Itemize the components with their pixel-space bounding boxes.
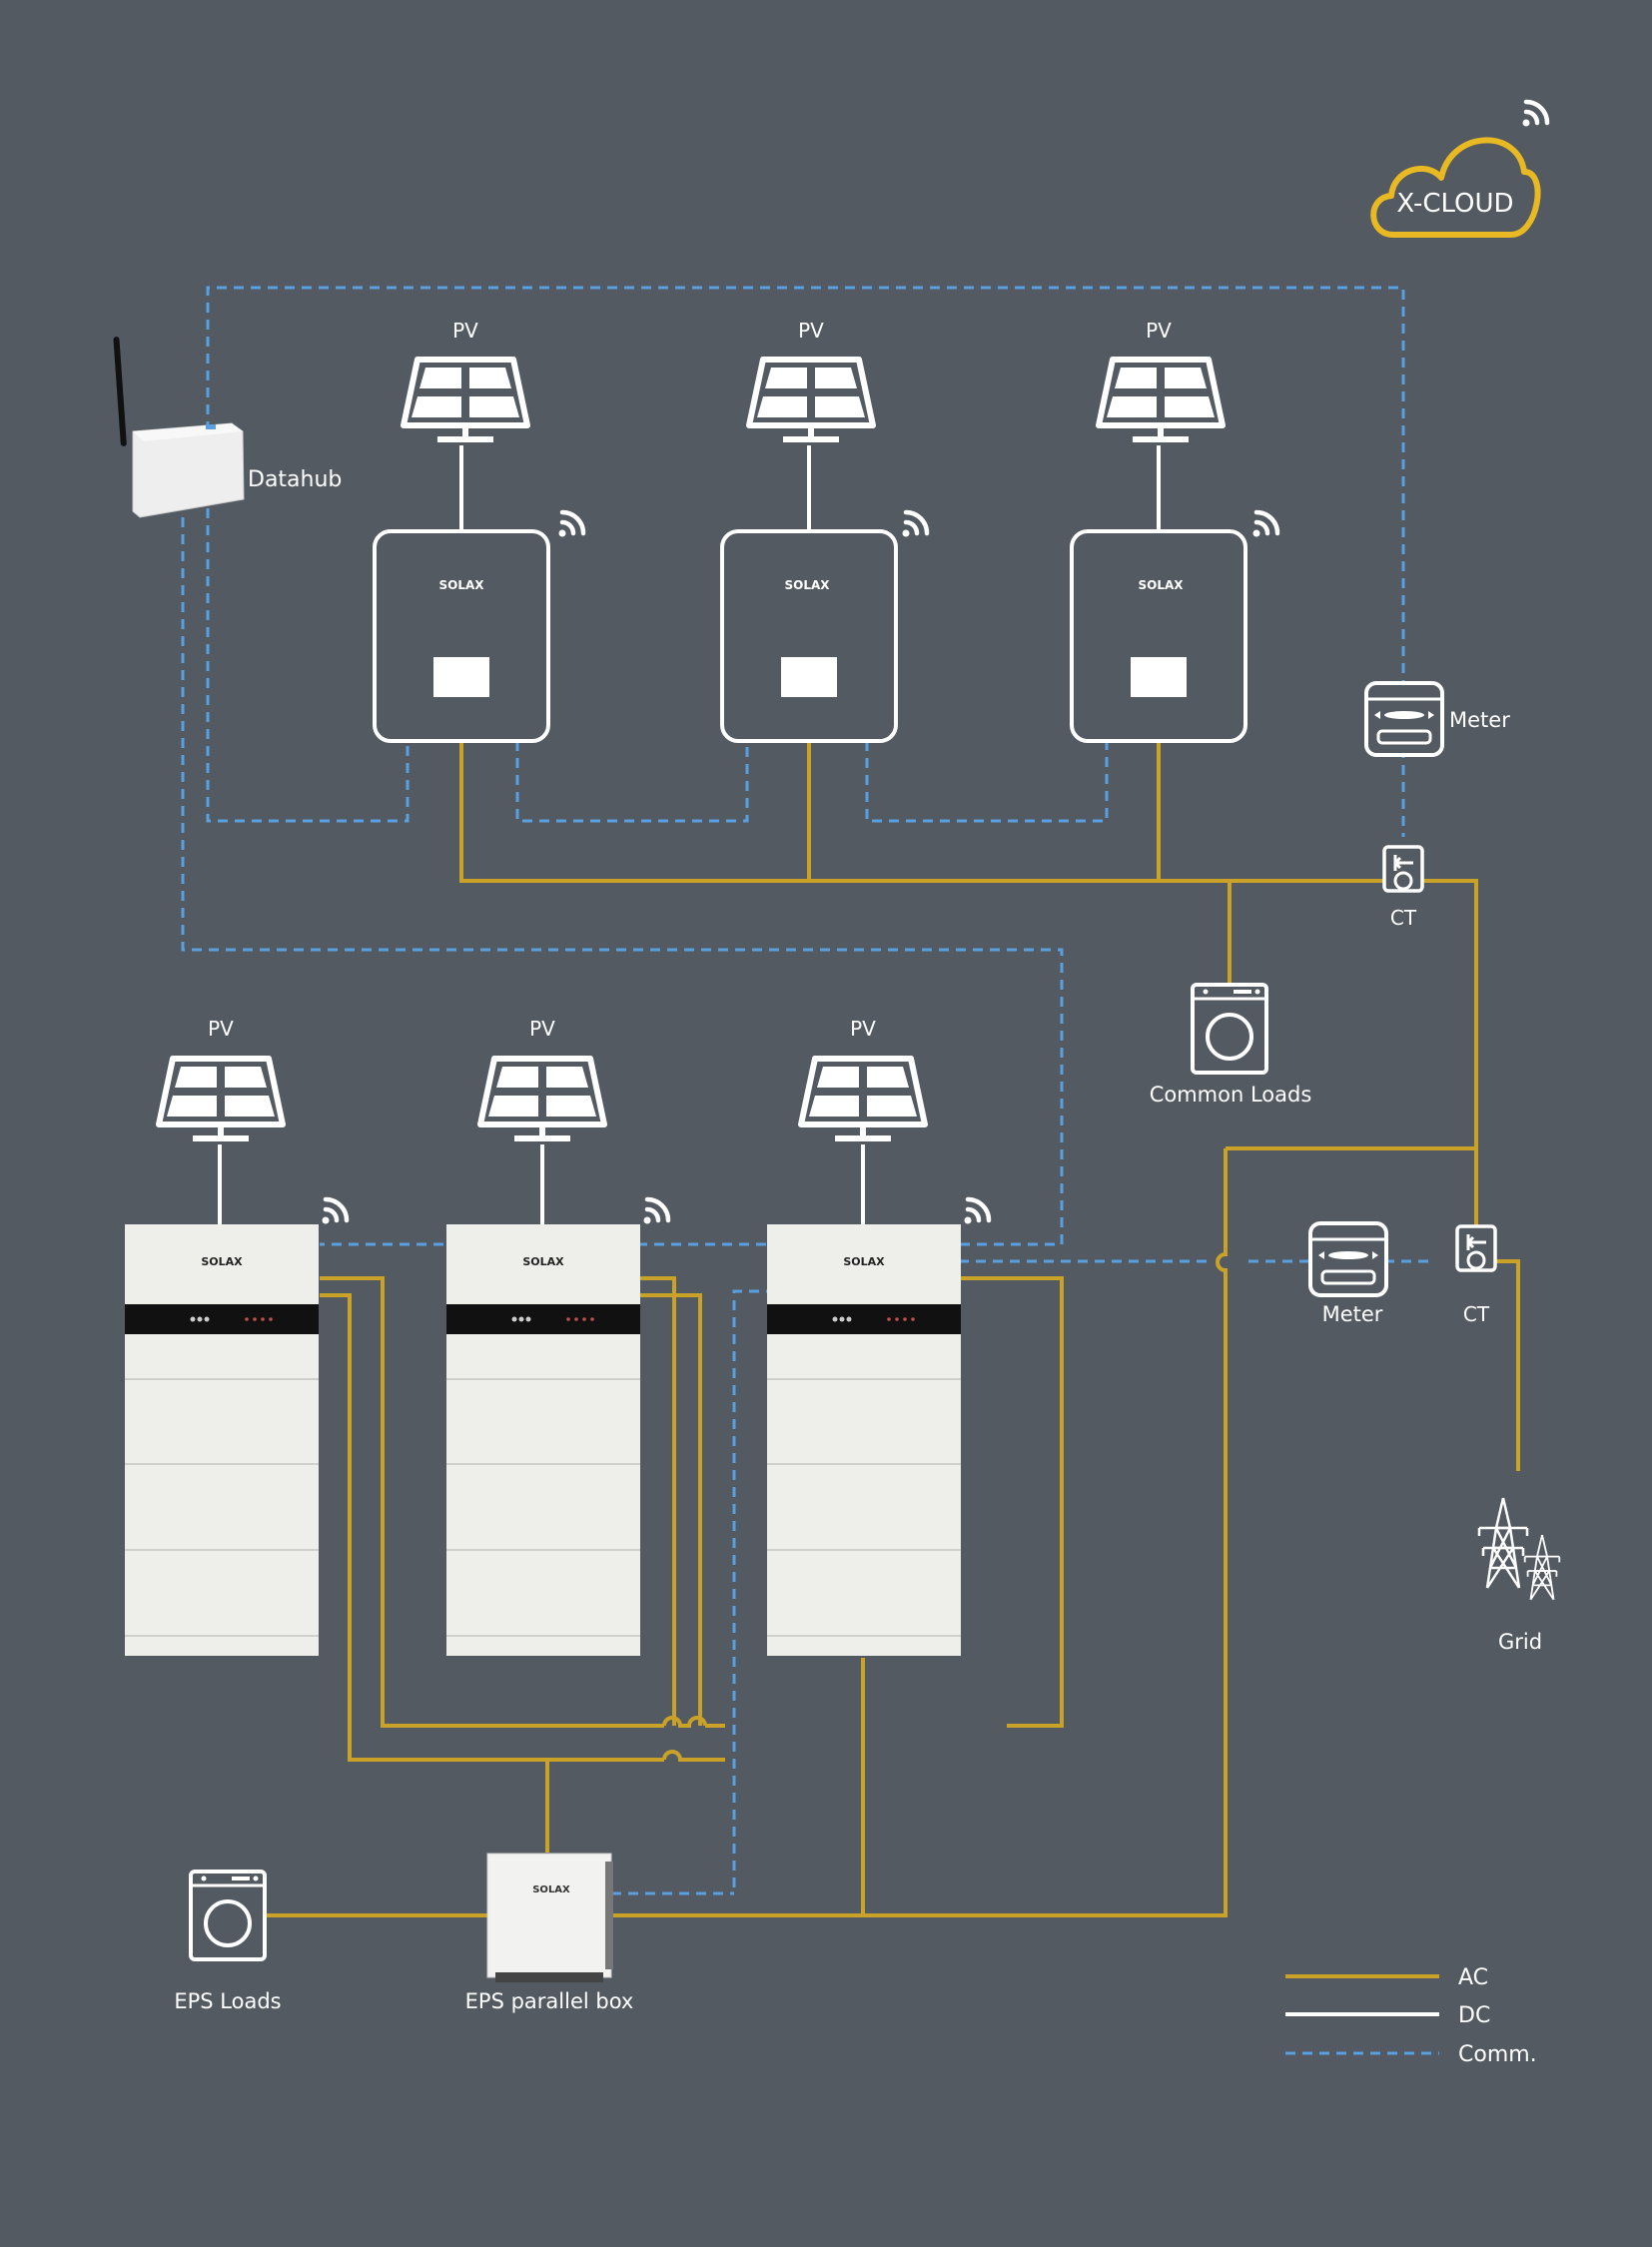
solar-panel-icon (404, 360, 527, 442)
solar-panel-icon (159, 1059, 283, 1141)
wifi-icon (965, 1199, 990, 1224)
pv-inverter-2: PV SOLAX (720, 319, 928, 743)
brand-label: SOLAX (438, 578, 484, 592)
legend: AC DC Comm. (1285, 1965, 1537, 2067)
hybrid-inverter-1: PV SOLAX (124, 1017, 348, 1657)
ac-lines (264, 739, 1520, 1917)
pv-label: PV (850, 1017, 876, 1041)
hybrid-inverter-2: PV SOLAX (445, 1017, 669, 1657)
washing-machine-icon (189, 1870, 267, 1961)
ct-bottom: CT (1455, 1224, 1497, 1326)
solar-panel-icon (801, 1059, 925, 1141)
battery-stack-icon (766, 1223, 962, 1657)
inverter-icon (720, 529, 898, 743)
wifi-icon (644, 1199, 669, 1224)
brand-label: SOLAX (1138, 578, 1184, 592)
pv-label: PV (208, 1017, 234, 1041)
pv-label: PV (1146, 319, 1172, 343)
datahub: Datahub (113, 337, 342, 518)
meter-top: Meter (1364, 681, 1510, 757)
common-loads-label: Common Loads (1150, 1083, 1312, 1107)
ct-bottom-label: CT (1463, 1302, 1490, 1326)
meter-icon (1308, 1221, 1388, 1297)
meter-bottom-label: Meter (1322, 1302, 1383, 1326)
eps-parallel-box: SOLAX EPS parallel box (465, 1853, 634, 2013)
brand-label: SOLAX (784, 578, 830, 592)
meter-top-label: Meter (1449, 708, 1510, 732)
washing-machine-icon (1191, 983, 1268, 1075)
pv-inverter-3: PV SOLAX (1070, 319, 1278, 743)
inverter-icon (1070, 529, 1247, 743)
hybrid-inverter-3: PV SOLAX (766, 1017, 990, 1657)
datahub-label: Datahub (248, 467, 342, 492)
common-loads: Common Loads (1150, 983, 1312, 1107)
pv-label: PV (798, 319, 824, 343)
x-cloud-label: X-CLOUD (1396, 189, 1513, 219)
legend-ac-label: AC (1458, 1965, 1488, 1990)
battery-stack-icon (445, 1223, 641, 1657)
x-cloud: X-CLOUD (1370, 102, 1548, 238)
grid: Grid (1477, 1496, 1561, 1654)
power-tower-icon (1477, 1496, 1529, 1590)
pv-inverter-1: PV SOLAX (373, 319, 584, 743)
brand-label: SOLAX (843, 1255, 885, 1268)
wifi-icon (1253, 512, 1278, 537)
legend-dc-label: DC (1458, 2003, 1490, 2028)
pv-label: PV (529, 1017, 555, 1041)
eps-box-label: EPS parallel box (465, 1989, 634, 2013)
meter-icon (1364, 681, 1444, 757)
inverter-icon (373, 529, 550, 743)
brand-label: SOLAX (201, 1255, 243, 1268)
meter-bottom: Meter (1308, 1221, 1388, 1326)
wifi-icon (559, 512, 584, 537)
power-tower-icon (1523, 1534, 1561, 1601)
eps-box-brand: SOLAX (532, 1884, 570, 1895)
ct-top-label: CT (1390, 906, 1417, 930)
solar-panel-icon (1099, 360, 1223, 442)
ct-top: CT (1382, 845, 1424, 930)
battery-stack-icon (124, 1223, 320, 1657)
cloud-wifi-icon (1523, 102, 1548, 127)
brand-label: SOLAX (522, 1255, 564, 1268)
wifi-icon (903, 512, 928, 537)
legend-comm-label: Comm. (1458, 2042, 1537, 2067)
pv-label: PV (452, 319, 478, 343)
ct-icon (1382, 845, 1424, 893)
eps-loads-label: EPS Loads (174, 1989, 281, 2013)
dc-lines (218, 445, 1161, 1224)
grid-label: Grid (1498, 1630, 1542, 1654)
eps-loads: EPS Loads (174, 1870, 282, 2013)
solar-panel-icon (749, 360, 873, 442)
solar-panel-icon (480, 1059, 604, 1141)
wifi-icon (323, 1199, 348, 1224)
ct-icon (1455, 1224, 1497, 1272)
